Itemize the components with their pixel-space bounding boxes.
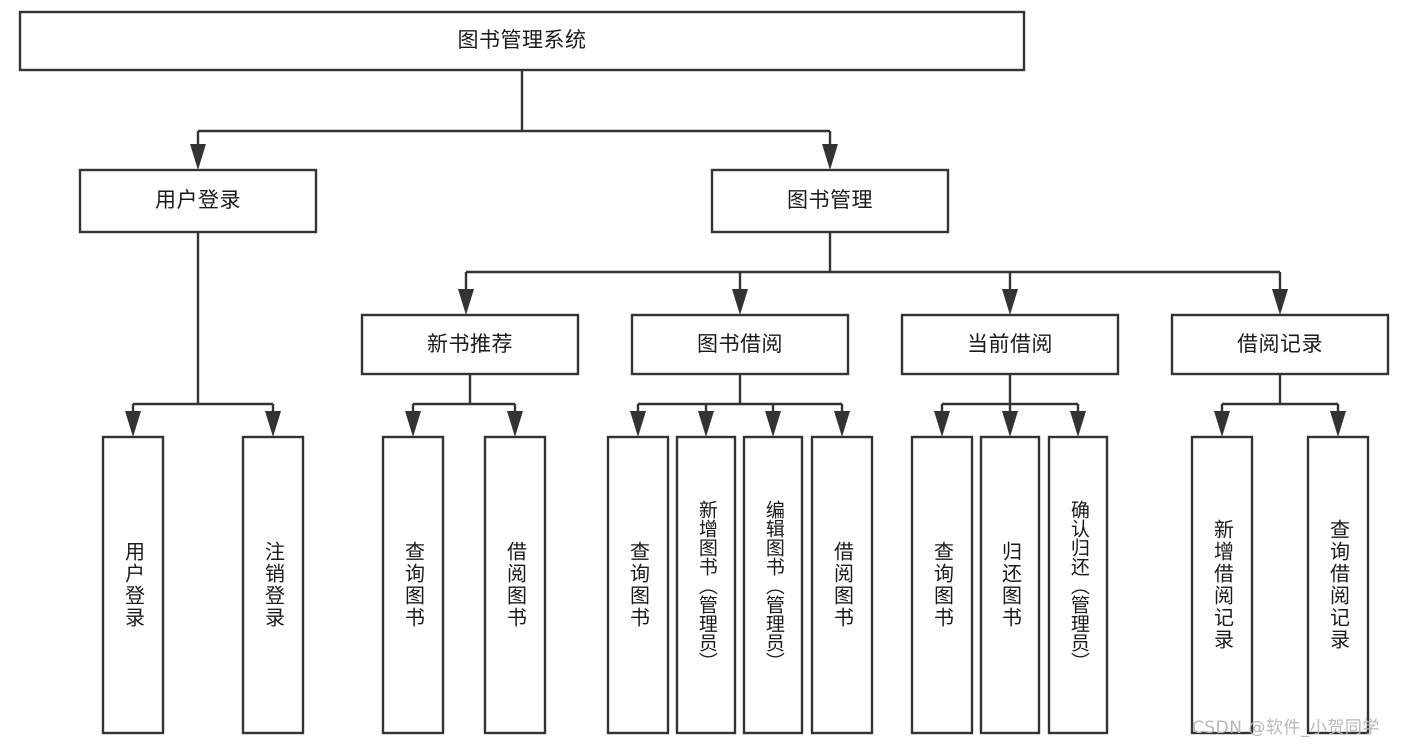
edge-group-borrow-record bbox=[1214, 374, 1346, 437]
csdn-watermark: CSDN @软件_小贺同学 bbox=[1192, 718, 1380, 738]
leaf-box[interactable] bbox=[381, 435, 445, 735]
leaf-box[interactable] bbox=[101, 435, 165, 735]
edge-group-book-borrow bbox=[630, 374, 850, 437]
edge-group-user-login bbox=[125, 232, 281, 437]
leaf-box[interactable] bbox=[675, 435, 737, 735]
edge-group-book-management bbox=[458, 232, 1288, 315]
leaf-box[interactable] bbox=[1047, 435, 1109, 735]
node-root[interactable] bbox=[18, 10, 1026, 72]
node-user-login[interactable] bbox=[78, 168, 318, 234]
leaf-box[interactable] bbox=[810, 435, 874, 735]
edge-group-new-book bbox=[405, 374, 523, 437]
edge-group-current-borrow bbox=[934, 374, 1086, 437]
edge-group-root bbox=[190, 70, 838, 170]
node-current-borrow[interactable] bbox=[900, 313, 1120, 376]
leaf-box[interactable] bbox=[241, 435, 305, 735]
node-book-management[interactable] bbox=[710, 168, 950, 234]
node-new-book-recommend[interactable] bbox=[360, 313, 580, 376]
leaf-box[interactable] bbox=[1190, 435, 1254, 735]
leaf-box[interactable] bbox=[483, 435, 547, 735]
leaf-box[interactable] bbox=[979, 435, 1041, 735]
leaf-box[interactable] bbox=[742, 435, 804, 735]
leaf-box[interactable] bbox=[910, 435, 974, 735]
node-book-borrow[interactable] bbox=[630, 313, 850, 376]
leaf-box[interactable] bbox=[606, 435, 670, 735]
leaf-box[interactable] bbox=[1306, 435, 1370, 735]
node-borrow-record[interactable] bbox=[1170, 313, 1390, 376]
